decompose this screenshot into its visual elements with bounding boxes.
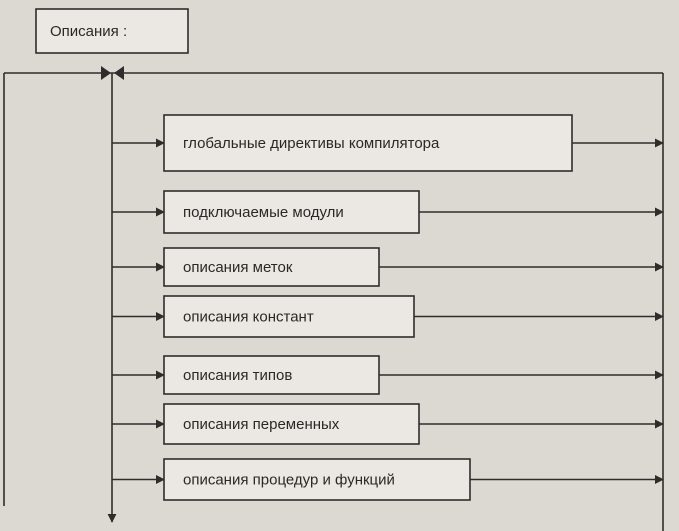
branch-label: описания меток <box>183 259 293 276</box>
arrow-into-trunk-left-icon <box>101 66 111 80</box>
branch-box <box>163 403 420 445</box>
branch-box <box>163 190 420 234</box>
branch-label: подключаемые модули <box>183 204 344 221</box>
branch-box <box>163 355 380 395</box>
branch-item: глобальные директивы компилятора <box>112 114 664 172</box>
branch-item: описания типов <box>112 355 664 395</box>
branch-label: описания процедур и функций <box>183 472 395 489</box>
items-layer: глобальные директивы компилятора подключа… <box>112 114 664 501</box>
branch-box <box>163 247 380 287</box>
branch-item: описания меток <box>112 247 664 287</box>
branch-label: глобальные директивы компилятора <box>183 135 440 152</box>
branch-item: подключаемые модули <box>112 190 664 234</box>
branch-label: описания типов <box>183 367 292 384</box>
title-label: Описания : <box>50 23 127 40</box>
branch-box <box>163 295 415 338</box>
branch-item: описания констант <box>112 295 664 338</box>
branch-label: описания переменных <box>183 416 340 433</box>
branch-box <box>163 114 573 172</box>
arrow-into-trunk-right-icon <box>114 66 124 80</box>
title-box <box>35 8 189 54</box>
branch-item: описания процедур и функций <box>112 458 664 501</box>
branch-item: описания переменных <box>112 403 664 445</box>
branch-label: описания констант <box>183 309 314 326</box>
branch-box <box>163 458 471 501</box>
